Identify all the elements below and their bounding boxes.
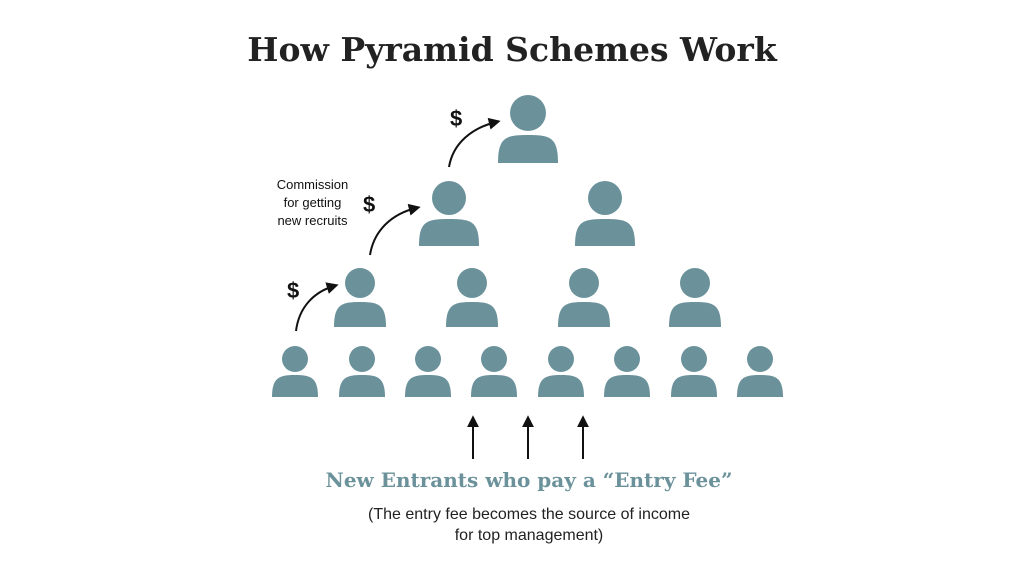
person-icon-level4-8 [737, 346, 783, 397]
person-icon-level3-3 [558, 268, 610, 327]
arrows-layer [295, 117, 589, 459]
dollar-sign-middle: $ [363, 192, 376, 217]
person-icon-level4-5 [538, 346, 584, 397]
person-icon-level4-1 [272, 346, 318, 397]
person-icon-level4-7 [671, 346, 717, 397]
commission-arrow-middle [369, 203, 421, 256]
people-layer [272, 95, 783, 397]
person-icon-level3-2 [446, 268, 498, 327]
page-title: How Pyramid Schemes Work [247, 30, 777, 69]
person-icon-level3-1 [334, 268, 386, 327]
person-icon-level4-4 [471, 346, 517, 397]
new-entrants-label: New Entrants who pay a “Entry Fee” [325, 468, 733, 492]
person-icon-level1-1 [498, 95, 558, 163]
person-icon-level4-3 [405, 346, 451, 397]
income-caption: (The entry fee becomes the source of inc… [368, 506, 690, 544]
person-icon-level2-1 [419, 181, 479, 246]
commission-note: Commission for getting new recruits [276, 177, 349, 228]
commission-arrow-bottom [295, 282, 339, 332]
person-icon-level2-2 [575, 181, 635, 246]
commission-arrow-top [448, 117, 501, 168]
dollar-sign-bottom: $ [287, 278, 300, 303]
dollar-sign-top: $ [450, 106, 463, 131]
person-icon-level4-6 [604, 346, 650, 397]
person-icon-level3-4 [669, 268, 721, 327]
person-icon-level4-2 [339, 346, 385, 397]
